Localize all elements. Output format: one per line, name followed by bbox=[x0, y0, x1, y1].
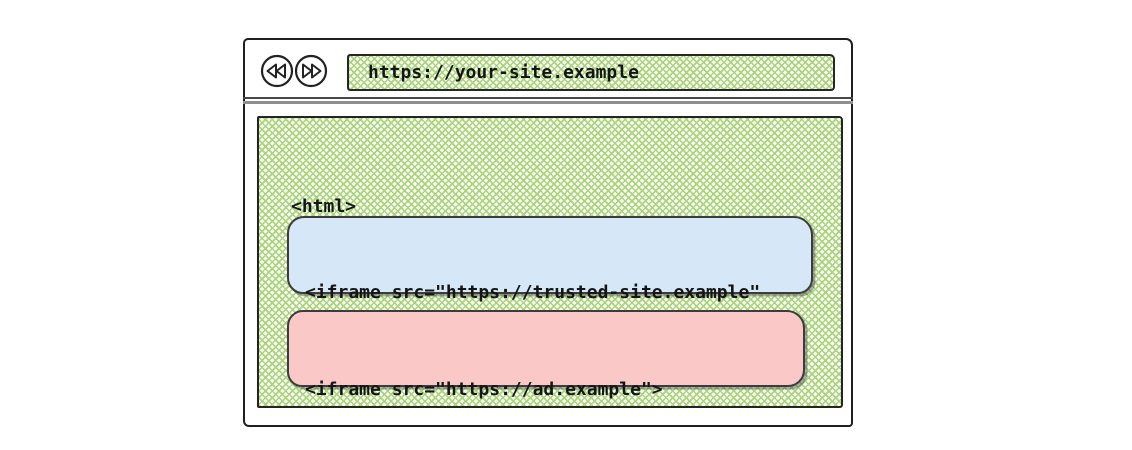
back-icon bbox=[260, 54, 294, 88]
ad-iframe-snippet: <iframe src="https://ad.example"> bbox=[287, 310, 805, 400]
toolbar-divider bbox=[243, 97, 853, 104]
forward-icon bbox=[294, 54, 328, 88]
page-content: <html> // your-site.example code <iframe… bbox=[257, 116, 843, 408]
back-button[interactable] bbox=[260, 54, 294, 88]
browser-window: https://your-site.example <html> // your… bbox=[243, 38, 853, 427]
url-bar[interactable]: https://your-site.example bbox=[347, 54, 835, 91]
forward-button[interactable] bbox=[294, 54, 328, 88]
trusted-iframe-code-line1: <iframe src="https://trusted-site.exampl… bbox=[305, 282, 761, 303]
code-line-html-tag: <html> bbox=[291, 196, 357, 217]
url-text: https://your-site.example bbox=[368, 62, 639, 83]
ad-iframe-code-line1: <iframe src="https://ad.example"> bbox=[305, 379, 663, 400]
trusted-iframe-snippet: <iframe src="https://trusted-site.exampl… bbox=[287, 216, 813, 375]
